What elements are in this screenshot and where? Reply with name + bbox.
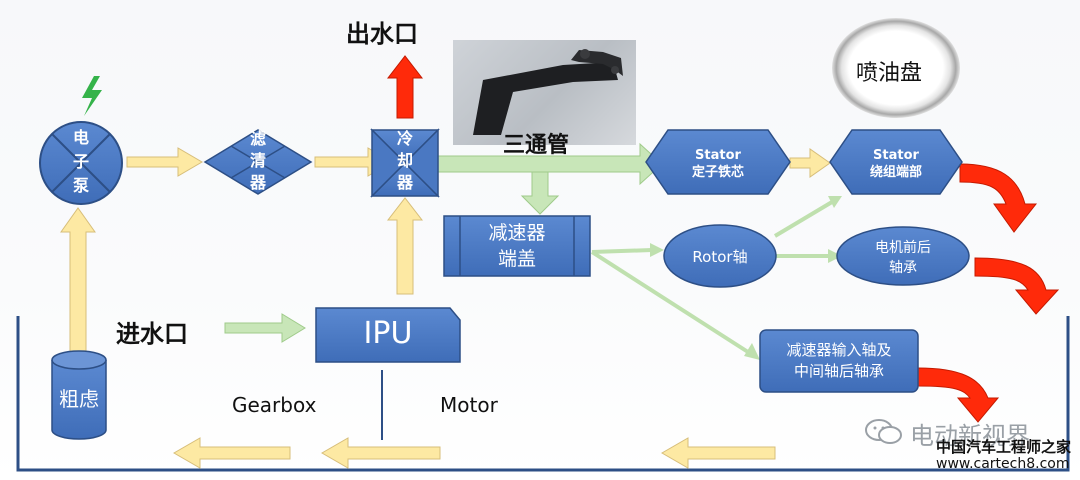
- reducer-cover-label-line-2: 端盖: [497, 248, 536, 270]
- red-drip-arrow-3: [917, 367, 1000, 423]
- gearbox-label: Gearbox: [232, 393, 317, 417]
- arrow-outlet-up: [386, 55, 424, 119]
- arrow-return-2: [320, 437, 441, 469]
- spray-plate-photo: [832, 18, 960, 118]
- thin-arrowhead-2: [744, 343, 760, 360]
- ipu-node: [315, 307, 461, 363]
- stator-winding-node: [829, 129, 963, 195]
- stator-core-label-en: Stator: [695, 148, 741, 163]
- arrow-ipu-to-cooler: [386, 197, 424, 295]
- tank-outline: [16, 316, 1070, 472]
- motor-label: Motor: [440, 393, 498, 417]
- red-drip-arrow-2: [974, 257, 1060, 315]
- outlet-label: 出水口: [346, 20, 418, 48]
- motor-bearings-label-line-2: 轴承: [889, 260, 917, 276]
- reducer-bearings-label-line-1: 减速器输入轴及: [786, 341, 892, 359]
- filter-label: 滤 清 器: [250, 128, 266, 194]
- motor-bearings-label-line-1: 电机前后: [875, 240, 931, 256]
- reducer-cover-label: 减速器 端盖: [460, 220, 574, 272]
- filter-label-char-1: 滤: [250, 129, 267, 148]
- watermark-site-name: 中国汽车工程师之家: [936, 438, 1072, 456]
- arrow-return-1: [172, 437, 291, 469]
- inlet-label: 进水口: [116, 320, 188, 348]
- strainer-label: 粗虑: [59, 387, 99, 411]
- watermark-account: 电动新视界: [910, 422, 1030, 450]
- arrow-cooler-to-stator: [417, 142, 663, 186]
- filter-label-char-2: 清: [250, 151, 267, 170]
- strainer-node: [51, 350, 107, 440]
- red-drip-arrow-1: [959, 163, 1038, 233]
- stator-winding-label-en: Stator: [873, 148, 919, 163]
- thin-arrowhead-1: [650, 243, 664, 257]
- reducer-bearings-label-line-2: 中间轴后轴承: [793, 362, 884, 380]
- thin-flow-lines: [590, 200, 834, 354]
- thin-arrowhead-3: [828, 196, 842, 208]
- motor-bearings-label: 电机前后 轴承: [838, 238, 968, 278]
- rotor-shaft-label: Rotor轴: [692, 248, 748, 266]
- pump-label: 电 子 泵: [73, 126, 89, 198]
- wechat-icon: [865, 419, 902, 444]
- pump-label-char-2: 子: [73, 152, 90, 171]
- motor-bearings-node: [836, 226, 970, 286]
- cooler-label-char-1: 冷: [397, 129, 414, 148]
- arrow-branch-to-reducer: [520, 171, 560, 215]
- stator-winding-label-cn: 绕组端部: [869, 165, 922, 180]
- arrow-core-to-winding: [789, 148, 831, 178]
- arrow-strainer-to-pump: [60, 207, 96, 353]
- ipu-label: IPU: [363, 316, 413, 351]
- reducer-cover-label-line-1: 减速器: [488, 222, 546, 244]
- stator-winding-label: Stator 绕组端部: [846, 147, 946, 181]
- reducer-cover-node: [443, 215, 591, 277]
- watermark-url: www.cartech8.com: [936, 456, 1070, 472]
- tee-pipe-photo: [453, 40, 636, 145]
- cooler-label: 冷 却 器: [397, 128, 413, 194]
- stator-core-label-cn: 定子铁芯: [691, 165, 744, 180]
- stator-core-node: [645, 129, 791, 195]
- cooler-label-char-3: 器: [397, 173, 414, 192]
- stator-core-label: Stator 定子铁芯: [662, 147, 774, 181]
- filter-node: [203, 129, 313, 195]
- pump-label-char-3: 泵: [73, 176, 90, 195]
- thin-arrowhead-4: [828, 249, 842, 263]
- arrow-inlet-to-ipu: [224, 313, 306, 343]
- cooler-label-char-2: 却: [397, 151, 414, 170]
- arrow-return-3: [660, 437, 776, 469]
- electric-pump-node: [39, 121, 123, 205]
- filter-label-char-3: 器: [250, 173, 267, 192]
- arrow-pump-to-filter: [126, 147, 203, 177]
- cooler-node: [370, 128, 440, 198]
- reducer-bearings-label: 减速器输入轴及 中间轴后轴承: [760, 340, 918, 382]
- spray-plate-label: 喷油盘: [856, 61, 923, 86]
- pump-label-char-1: 电: [73, 128, 90, 147]
- reducer-bearings-node: [759, 329, 919, 393]
- rotor-shaft-node: [663, 224, 777, 288]
- tee-pipe-label: 三通管: [503, 133, 570, 158]
- lightning-icon: [82, 76, 102, 116]
